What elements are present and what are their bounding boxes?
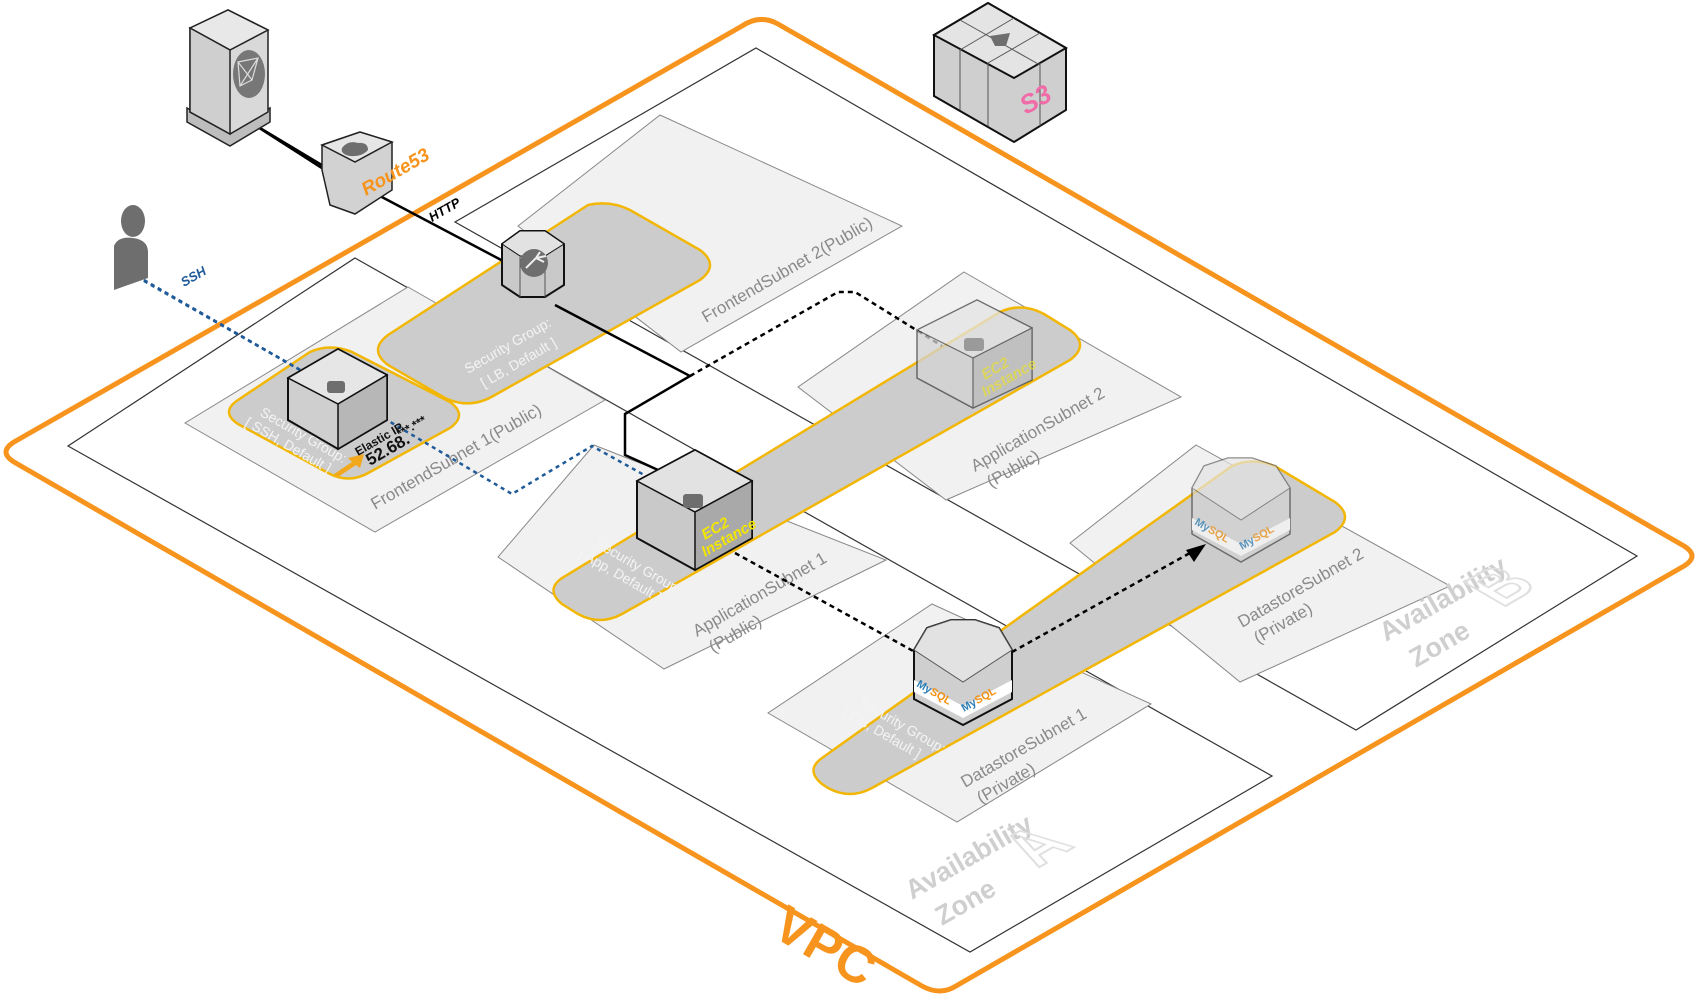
app-db-line bbox=[734, 551, 916, 654]
bastion-host-node[interactable] bbox=[286, 347, 389, 451]
ec2-primary-chip-icon bbox=[683, 494, 703, 508]
http-line-lb-ec2 bbox=[554, 303, 693, 482]
s3-bucket-icon bbox=[990, 33, 1010, 46]
db-replication-line bbox=[1011, 551, 1191, 654]
load-balancer-node[interactable] bbox=[501, 230, 565, 298]
ec2-instance-secondary[interactable]: EC2 Instance bbox=[915, 299, 1040, 409]
http-line-route53-lb bbox=[379, 194, 506, 264]
user-node[interactable] bbox=[114, 205, 148, 290]
vpc-boundary bbox=[3, 17, 1695, 994]
ec2-instance-icon bbox=[327, 381, 345, 393]
internet-globe-icon bbox=[233, 50, 265, 98]
ssh-line-bastion-ec2 bbox=[369, 408, 656, 496]
user-icon bbox=[121, 205, 145, 237]
http-line-internet-route53 bbox=[249, 120, 331, 172]
elastic-ip-arrow-icon bbox=[334, 454, 364, 477]
route53-icon bbox=[341, 142, 368, 157]
security-group-lb bbox=[376, 202, 712, 405]
ec2-replication-line bbox=[689, 290, 943, 378]
db-replication-arrow-icon bbox=[1186, 544, 1206, 562]
ssh-label: SSH bbox=[178, 263, 209, 290]
load-balancer-icon bbox=[520, 249, 548, 277]
s3-node[interactable]: S3 bbox=[931, 1, 1069, 144]
ec2-instance-primary[interactable]: EC2 Instance bbox=[635, 448, 760, 572]
internet-gateway[interactable] bbox=[186, 9, 271, 147]
database-standby[interactable]: MySQL MySQL bbox=[1191, 457, 1291, 563]
database-primary[interactable]: MySQL MySQL bbox=[913, 619, 1013, 727]
route53-node[interactable]: Route53 bbox=[320, 131, 434, 215]
ec2-secondary-chip-icon bbox=[964, 338, 984, 351]
